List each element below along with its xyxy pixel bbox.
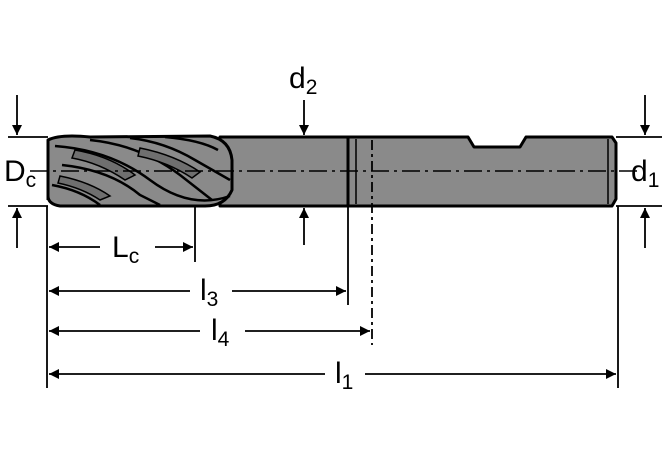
label-dc: Dc — [4, 155, 36, 192]
label-l1: l1 — [335, 357, 353, 394]
helix-flutes — [51, 135, 231, 207]
flute-gullets — [57, 147, 202, 201]
label-d1: d1 — [631, 155, 659, 192]
extension-lines — [8, 136, 662, 388]
label-lc: Lc — [112, 231, 139, 268]
label-l3: l3 — [200, 274, 218, 311]
dimension-arrows — [12, 95, 650, 379]
label-l4: l4 — [211, 314, 230, 351]
label-d2: d2 — [289, 62, 317, 99]
